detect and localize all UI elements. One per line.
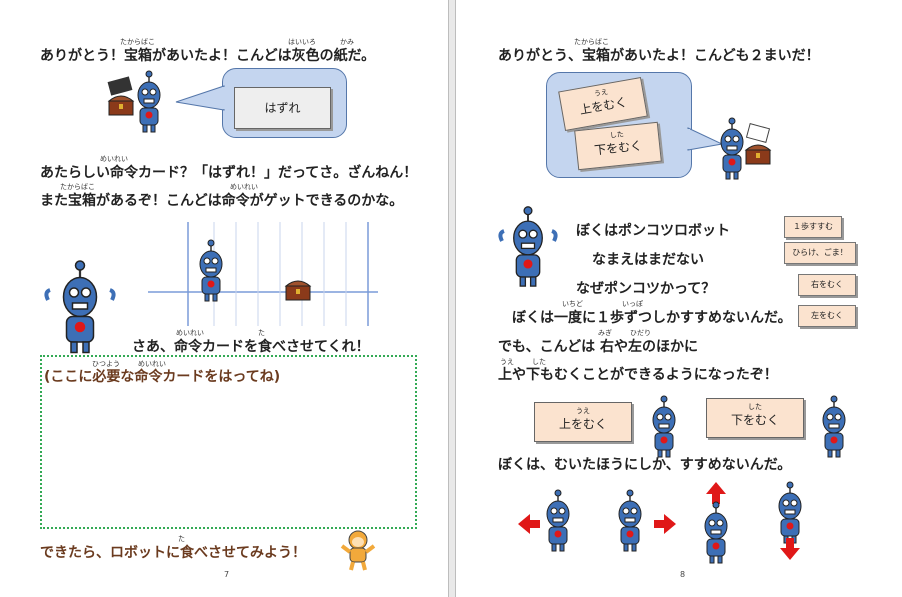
- ruby: ひつよう: [92, 360, 120, 368]
- page-number: 7: [224, 570, 230, 579]
- paste-instruction: (ここに必要な命令カードをはってね): [44, 369, 281, 385]
- ruby: たからばこ: [120, 38, 155, 46]
- card-label: 上をむく: [558, 417, 607, 431]
- ruby: たからばこ: [574, 38, 609, 46]
- ruby: うえ: [576, 407, 590, 415]
- command-card: 右をむく: [798, 274, 856, 296]
- poem-line: ぼくは一度に１歩ずつしかすすめないんだ。: [512, 310, 792, 326]
- ruby: いっぽ: [622, 300, 643, 308]
- arrow-right-icon: [654, 514, 676, 534]
- arrow-left-icon: [518, 514, 540, 534]
- command-card: ひらけ、ごま！: [784, 242, 856, 264]
- page-left: たからばこ はいいろ かみ ありがとう！宝箱があいたよ！こんどは灰色の紙だ。 は…: [0, 0, 449, 597]
- ruby: めいれい: [138, 360, 166, 368]
- ruby: みぎ: [598, 329, 612, 337]
- grid-board: [148, 222, 378, 326]
- robot-icon: [652, 395, 676, 458]
- ruby: うえ: [500, 358, 514, 366]
- text-line: ぼくは、むいたほうにしか、すすめないんだ。: [498, 457, 792, 473]
- poem-line: なぜポンコツかって？: [576, 281, 716, 297]
- card-up: うえ 上をむく: [534, 402, 632, 442]
- ruby: した: [532, 358, 546, 366]
- card-hazure: はずれ: [234, 87, 331, 129]
- ruby: めいれい: [230, 183, 258, 191]
- ruby: たからばこ: [60, 183, 95, 191]
- command-card: 左をむく: [798, 305, 856, 327]
- ruby: めいれい: [100, 155, 128, 163]
- direction-diagram: [518, 481, 802, 564]
- text-line: できたら、ロボットに食べさせてみよう！: [40, 545, 306, 561]
- ruby: た: [258, 329, 265, 337]
- bubble-tail: [685, 127, 724, 151]
- text-line: ありがとう、宝箱があいたよ！こんども２まいだ！: [498, 48, 820, 64]
- text-line: 上や下もむくことができるようになったぞ！: [498, 367, 778, 383]
- card-paste-area: [40, 355, 417, 529]
- text-line: でも、こんどは 右や左のほかに: [498, 339, 699, 355]
- ruby: いちど: [562, 300, 583, 308]
- card-down: した 下をむく: [706, 398, 804, 438]
- robot-chest-icon: [720, 117, 771, 180]
- arrow-down-icon: [780, 538, 800, 560]
- card-label: 下をむく: [730, 413, 779, 427]
- poem-line: ぼくはポンコツロボット: [576, 223, 730, 239]
- ruby: めいれい: [176, 329, 204, 337]
- arrow-up-icon: [706, 482, 726, 504]
- command-card: １歩すすむ: [784, 216, 842, 238]
- page-right: たからばこ ありがとう、宝箱があいたよ！こんども２まいだ！ うえ 上をむく した…: [455, 0, 902, 597]
- robot-icon: [498, 205, 558, 288]
- robot-chest-icon: [107, 70, 161, 133]
- page-number: 8: [680, 570, 686, 579]
- ruby: はいいろ: [288, 38, 316, 46]
- text-line: さあ、命令カードを食べさせてくれ！: [132, 339, 370, 355]
- robot-icon: [822, 395, 846, 458]
- ruby: ひだり: [630, 329, 651, 337]
- monkey-icon: [340, 530, 376, 571]
- ruby: かみ: [340, 38, 354, 46]
- poem-line: なまえはまだない: [592, 252, 704, 268]
- text-line: あたらしい命令カード？「はずれ！」だってさ。ざんねん！: [40, 165, 418, 181]
- bubble-tail: [175, 85, 228, 111]
- text-line: ありがとう！宝箱があいたよ！こんどは灰色の紙だ。: [40, 48, 376, 64]
- ruby: た: [178, 535, 185, 543]
- ruby: した: [748, 403, 762, 411]
- robot-icon: [44, 259, 116, 354]
- text-line: また宝箱があるぞ！こんどは命令がゲットできるのかな。: [40, 193, 404, 209]
